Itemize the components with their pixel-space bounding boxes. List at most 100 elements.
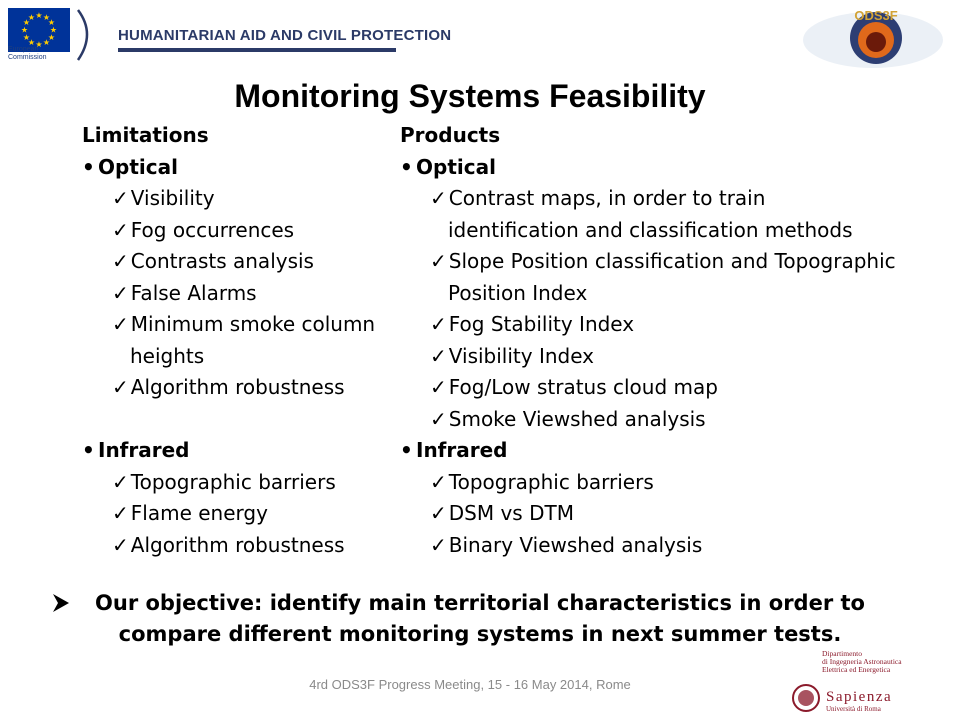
products-optical-item-text: Contrast maps, in order to train identif…	[448, 186, 853, 242]
check-icon: ✓	[430, 469, 447, 494]
products-infrared-item-text: Topographic barriers	[448, 469, 654, 494]
check-icon: ✓	[112, 280, 129, 305]
limitations-optical-item-text: False Alarms	[130, 280, 257, 305]
products-infrared-item: ✓Topographic barriers	[400, 467, 900, 499]
limitations-heading: Limitations	[82, 123, 209, 147]
limitations-optical-item-text: Algorithm robustness	[130, 375, 345, 399]
eu-caption-line2: Commission	[8, 54, 47, 61]
products-optical-item-text: Slope Position classification and Topogr…	[448, 249, 896, 305]
limitations-column: Limitations Optical ✓Visibility✓Fog occu…	[82, 120, 402, 561]
svg-text:★: ★	[50, 26, 57, 35]
limitations-optical-item-text: Visibility	[130, 186, 215, 210]
check-icon: ✓	[112, 312, 129, 336]
objective-statement: Our objective: identify main territorial…	[50, 588, 910, 650]
svg-text:★: ★	[28, 13, 35, 22]
svg-text:★: ★	[28, 38, 35, 47]
svg-text:★: ★	[43, 13, 50, 22]
limitations-optical-label: Optical	[82, 152, 402, 184]
check-icon: ✓	[112, 375, 129, 399]
limitations-optical-item-text: Contrasts analysis	[130, 249, 314, 273]
dept-line2: di Ingegneria Astronautica	[822, 657, 902, 666]
check-icon: ✓	[430, 343, 447, 368]
limitations-optical-item: ✓Algorithm robustness	[82, 372, 402, 404]
check-icon: ✓	[112, 186, 129, 210]
objective-text: Our objective: identify main territorial…	[95, 591, 865, 646]
university-name: Sapienza	[826, 689, 892, 705]
check-icon: ✓	[112, 532, 129, 557]
eu-caption-line1: European	[8, 46, 39, 53]
limitations-infrared-item: ✓Flame energy	[82, 498, 402, 530]
svg-text:★: ★	[48, 33, 55, 42]
check-icon: ✓	[112, 501, 129, 525]
dg-title-underline	[118, 48, 396, 52]
eu-flag-icon: ★★★ ★★★ ★★★ ★★★	[8, 8, 70, 52]
limitations-optical-item: ✓False Alarms	[82, 278, 402, 310]
products-column: Products Optical ✓Contrast maps, in orde…	[400, 120, 900, 561]
products-infrared-item: ✓Binary Viewshed analysis	[400, 530, 900, 562]
products-optical-label: Optical	[400, 152, 900, 184]
products-optical-item-text: Smoke Viewshed analysis	[448, 406, 706, 431]
limitations-optical-item: ✓Visibility	[82, 183, 402, 215]
products-optical-item: ✓Visibility Index	[400, 341, 900, 373]
eu-caption: European Commission	[8, 46, 70, 62]
limitations-optical-item: ✓Contrasts analysis	[82, 246, 402, 278]
university-subtitle: Università di Roma	[826, 705, 882, 713]
products-infrared-item-text: DSM vs DTM	[448, 501, 574, 525]
limitations-optical-list: ✓Visibility✓Fog occurrences✓Contrasts an…	[82, 183, 402, 404]
sapienza-logo: Dipartimento di Ingegneria Astronautica …	[792, 649, 902, 713]
check-icon: ✓	[112, 249, 129, 273]
limitations-infrared-item-text: Algorithm robustness	[130, 532, 345, 557]
header-divider	[76, 9, 89, 61]
ods3f-logo-text: ODS3F	[854, 8, 897, 23]
limitations-infrared-label: Infrared	[82, 435, 402, 467]
products-infrared-item: ✓DSM vs DTM	[400, 498, 900, 530]
limitations-infrared-item: ✓Topographic barriers	[82, 467, 402, 499]
products-optical-list: ✓Contrast maps, in order to train identi…	[400, 183, 900, 435]
products-infrared-item-text: Binary Viewshed analysis	[448, 532, 703, 557]
products-optical-item: ✓Fog/Low stratus cloud map	[400, 372, 900, 404]
ods3f-logo: ODS3F	[803, 8, 943, 68]
dept-line3: Elettrica ed Energetica	[822, 665, 891, 674]
svg-text:★: ★	[43, 38, 50, 47]
check-icon: ✓	[430, 406, 447, 431]
check-icon: ✓	[112, 217, 129, 242]
footer-text: 4rd ODS3F Progress Meeting, 15 - 16 May …	[309, 677, 631, 692]
products-optical-item: ✓Slope Position classification and Topog…	[400, 246, 900, 309]
svg-text:★: ★	[35, 11, 42, 20]
products-infrared-list: ✓Topographic barriers✓DSM vs DTM✓Binary …	[400, 467, 900, 562]
check-icon: ✓	[430, 186, 447, 210]
limitations-optical-item: ✓Fog occurrences	[82, 215, 402, 247]
limitations-optical-item-text: Minimum smoke column heights	[130, 312, 376, 368]
products-optical-item-text: Visibility Index	[448, 343, 594, 368]
limitations-infrared-item-text: Topographic barriers	[130, 469, 336, 494]
limitations-infrared-list: ✓Topographic barriers✓Flame energy✓Algor…	[82, 467, 402, 562]
arrow-bullet-icon	[53, 594, 69, 612]
products-heading: Products	[400, 123, 501, 147]
products-optical-item-text: Fog Stability Index	[448, 312, 635, 336]
products-optical-item: ✓Contrast maps, in order to train identi…	[400, 183, 900, 246]
check-icon: ✓	[112, 469, 129, 494]
svg-text:★: ★	[35, 40, 42, 49]
sapienza-seal-icon	[792, 684, 820, 712]
products-optical-item-text: Fog/Low stratus cloud map	[448, 375, 718, 399]
limitations-infrared-item-text: Flame energy	[130, 501, 268, 525]
products-optical-item: ✓Fog Stability Index	[400, 309, 900, 341]
limitations-optical-item: ✓Minimum smoke column heights	[82, 309, 402, 372]
limitations-optical-item-text: Fog occurrences	[130, 217, 295, 242]
svg-text:★: ★	[23, 18, 30, 27]
check-icon: ✓	[430, 532, 447, 557]
svg-text:★: ★	[23, 33, 30, 42]
svg-text:★: ★	[21, 26, 28, 35]
check-icon: ✓	[430, 249, 447, 273]
check-icon: ✓	[430, 501, 447, 525]
slide-title: Monitoring Systems Feasibility	[234, 78, 706, 114]
products-optical-item: ✓Smoke Viewshed analysis	[400, 404, 900, 436]
spacer	[82, 404, 402, 436]
products-infrared-label: Infrared	[400, 435, 900, 467]
dg-title: HUMANITARIAN AID AND CIVIL PROTECTION	[118, 27, 452, 44]
check-icon: ✓	[430, 375, 447, 399]
check-icon: ✓	[430, 312, 447, 336]
svg-text:★: ★	[48, 18, 55, 27]
limitations-infrared-item: ✓Algorithm robustness	[82, 530, 402, 562]
dept-line1: Dipartimento	[822, 649, 862, 658]
